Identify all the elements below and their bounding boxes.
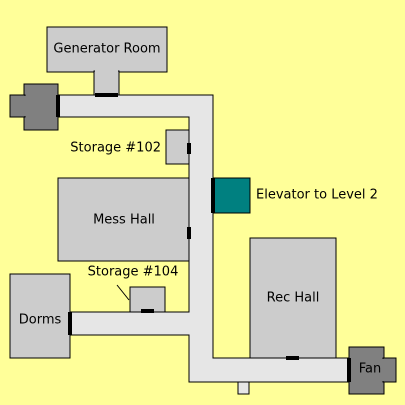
rec-hall-room[interactable] [249, 237, 337, 359]
elevator-label: Elevator to Level 2 [256, 188, 378, 203]
corridors [57, 94, 350, 395]
door-dorms[interactable] [68, 312, 72, 335]
door-storage-102[interactable] [187, 143, 191, 154]
left-machine-body[interactable] [23, 83, 59, 131]
door-mess-hall[interactable] [187, 227, 191, 239]
dorms-room[interactable] [9, 273, 71, 359]
storage-104-room[interactable] [129, 286, 166, 313]
rec-hall-label: Rec Hall [267, 291, 320, 306]
generator-room[interactable] [46, 26, 168, 73]
storage-102-label: Storage #102 [70, 141, 161, 156]
fan-label: Fan [359, 362, 382, 377]
mess-hall-label: Mess Hall [93, 213, 155, 228]
left-machine-tab [9, 94, 26, 118]
fan-tab-cover [382, 359, 385, 381]
door-elevator[interactable] [211, 178, 215, 213]
door-rec-hall[interactable] [286, 356, 299, 360]
storage-102-room[interactable] [165, 129, 190, 165]
dorms-label: Dorms [19, 313, 62, 328]
door-storage-104[interactable] [141, 309, 154, 313]
mess-hall-room[interactable] [57, 177, 190, 262]
generator-room-label: Generator Room [53, 42, 160, 57]
fan-room[interactable] [348, 346, 385, 395]
rooms [9, 26, 397, 395]
door-left-machine[interactable] [56, 95, 60, 117]
bottom-door-stub [237, 381, 250, 395]
storage-104-label: Storage #104 [88, 265, 179, 280]
main-corridor [57, 94, 350, 383]
door-fan[interactable] [347, 358, 351, 382]
generator-room-annex [93, 70, 120, 96]
elevator-room[interactable] [212, 177, 251, 214]
labels: Generator Room Storage #102 Elevator to … [19, 42, 382, 377]
door-generator[interactable] [95, 93, 118, 97]
storage-104-leader [116, 284, 130, 301]
generator-annex-cover [95, 70, 118, 73]
doors [56, 93, 351, 382]
left-machine-tab-cover [23, 96, 26, 116]
